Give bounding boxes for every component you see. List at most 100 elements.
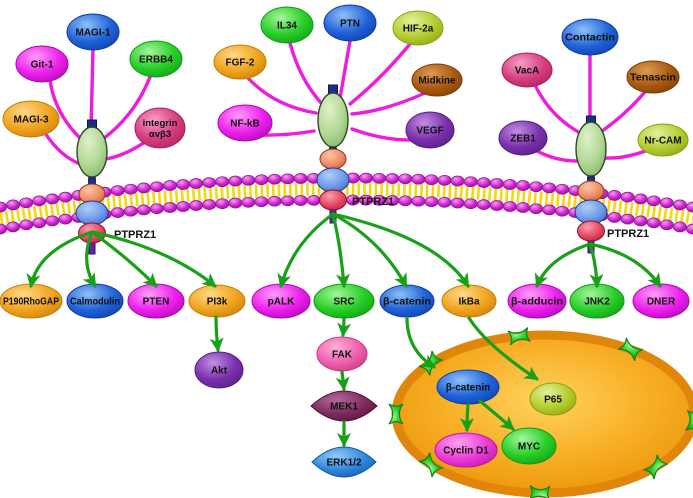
membrane-bead (163, 202, 177, 213)
membrane-bead (646, 195, 661, 207)
membrane-bead (58, 191, 73, 203)
signal-arrow-17 (459, 403, 475, 433)
node-shape-magi3 (2, 100, 60, 138)
signal-arrow-12 (337, 315, 352, 338)
node-shape-p65 (529, 382, 577, 416)
nuclear-pore-icon (507, 327, 531, 346)
node-myc: MYC (501, 427, 557, 465)
membrane-bead (19, 219, 34, 231)
membrane-bead (411, 173, 426, 185)
node-vaca: VacA (501, 52, 553, 88)
membrane-bead (136, 182, 151, 194)
membrane-bead (110, 207, 125, 218)
membrane-bead (32, 217, 47, 229)
receptor-ptprz1-2: PTPRZ1 (574, 115, 649, 254)
receptor-domain-salmon (577, 180, 605, 202)
node-label-src: SRC (333, 297, 354, 308)
nuclear-pore (618, 337, 643, 361)
receptor-domain-salmon (319, 148, 347, 170)
membrane-bead (672, 199, 687, 211)
node-label-git1: Git-1 (31, 60, 54, 71)
signal-arrow-4 (277, 212, 335, 289)
membrane-bead (267, 173, 282, 185)
node-shape-il34 (260, 6, 314, 44)
node-label-midkine: Midkine (418, 76, 456, 87)
signal-arrow-13 (335, 370, 350, 392)
membrane-bead (202, 199, 217, 210)
membrane-bead (267, 195, 282, 207)
membrane-bead (306, 194, 321, 206)
node-label-fgf2: FGF-2 (226, 58, 255, 69)
membrane-bead (136, 204, 151, 216)
node-git1: Git-1 (15, 45, 69, 83)
node-label-line1: integrin (143, 118, 178, 129)
membrane-bead (176, 179, 191, 190)
node-ptn: PTN (323, 4, 377, 42)
node-midkine: Midkine (411, 63, 463, 97)
membrane-bead (489, 178, 504, 189)
node-vegf: VEGF (405, 111, 455, 149)
node-shape-contactin (561, 18, 619, 56)
node-zeb1: ZEB1 (498, 120, 548, 156)
ligand-line-16 (603, 148, 650, 160)
ligand-line-2 (101, 75, 152, 141)
node-label-nrcam: Nr-CAM (644, 136, 681, 147)
receptor-ectodomain (317, 92, 349, 148)
signal-arrow-8 (534, 242, 592, 288)
node-label-palk: pALK (268, 297, 295, 308)
ligand-line-3 (43, 131, 82, 166)
membrane-bead (502, 201, 517, 212)
membrane-bead (58, 213, 73, 225)
node-label-cyclind1: Cyclin D1 (443, 446, 489, 457)
node-shape-erbb4 (129, 40, 183, 78)
node-contactin: Contactin (561, 18, 619, 56)
node-shape-integrin (134, 107, 186, 149)
node-nrcam: Nr-CAM (637, 123, 689, 157)
membrane-bead (149, 203, 164, 215)
node-label-line2: αvβ3 (149, 129, 171, 140)
node-label-erbb4: ERBB4 (139, 55, 173, 66)
node-label-badducin: β-adducin (511, 297, 563, 308)
node-label-vegf: VEGF (416, 126, 443, 137)
membrane-bead (293, 173, 308, 184)
node-p65: P65 (529, 382, 577, 416)
membrane-bead (215, 176, 230, 188)
node-label-contactin: Contactin (565, 33, 615, 44)
nuclear-pore-icon (529, 485, 551, 498)
node-erk12: ERK1/2 (311, 446, 377, 478)
nuclear-pore-icon (685, 409, 693, 432)
node-label-fak: FAK (332, 350, 353, 361)
membrane-bead (241, 196, 256, 208)
membrane-bead (607, 190, 622, 201)
membrane-bead (6, 199, 21, 211)
membrane-bead (372, 172, 387, 184)
node-il34: IL34 (260, 6, 314, 44)
node-label-nfkb: NF-kB (230, 119, 259, 130)
membrane-bead (123, 205, 138, 217)
signal-arrow-18 (478, 399, 515, 431)
node-nfkb: NF-kB (217, 104, 273, 142)
receptor-ectodomain (575, 121, 607, 177)
node-shape-erk12 (311, 446, 377, 478)
membrane-bead (228, 175, 243, 187)
node-mek1: MEK1 (310, 390, 378, 422)
membrane-bead (437, 196, 452, 208)
node-bcat_in: β-catenin (436, 369, 500, 405)
ligand-line-0 (89, 48, 95, 130)
receptor-ptprz1-1: PTPRZ1 (316, 84, 394, 224)
membrane-bead (463, 198, 478, 210)
node-label-calmodulin: Calmodulin (70, 297, 120, 308)
node-label-hif2a: HIF-2a (403, 24, 434, 35)
membrane-bead (398, 173, 413, 185)
membrane-bead (385, 173, 400, 184)
membrane-bead (215, 198, 230, 210)
ligand-line-4 (104, 140, 147, 161)
node-shape-hif2a (392, 10, 444, 46)
node-src: SRC (313, 283, 375, 319)
membrane-bead (450, 175, 465, 187)
membrane-bead (45, 193, 60, 205)
node-magi1: MAGI-1 (66, 13, 120, 51)
receptor-domain-red (577, 220, 605, 242)
membrane-bead (686, 223, 693, 235)
membrane-bead (241, 174, 256, 186)
